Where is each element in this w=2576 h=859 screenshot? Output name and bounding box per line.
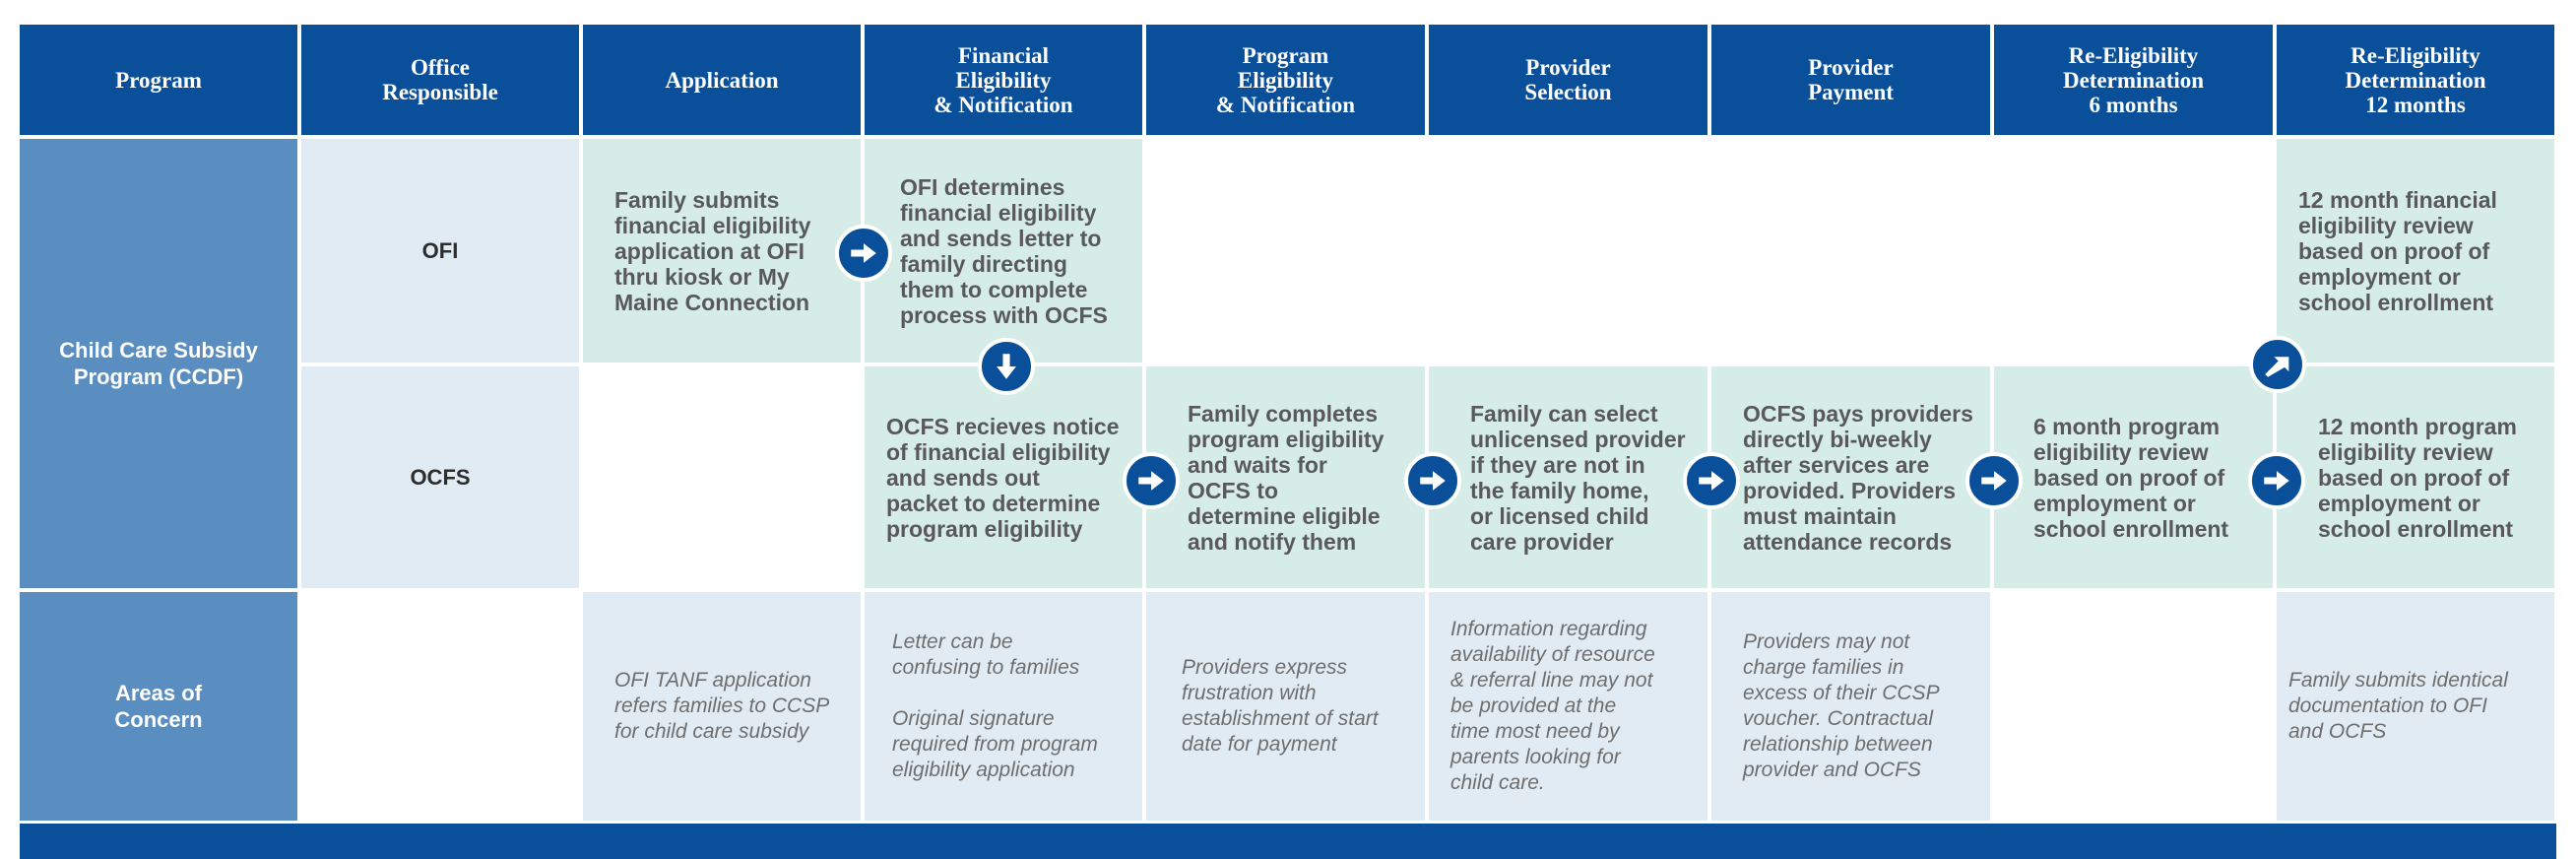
process-table: Program Office Responsible Application F… bbox=[20, 25, 2556, 821]
concern-program-eligibility: Providers express frustration with estab… bbox=[1146, 592, 1425, 821]
ocfs-provider-selection-step: Family can select unlicensed provider if… bbox=[1429, 366, 1707, 588]
ofi-financial-step: OFI determines financial eligibility and… bbox=[865, 139, 1142, 363]
concern-redetermination-12: Family submits identical documentation t… bbox=[2277, 592, 2554, 821]
arrow-right-icon bbox=[835, 225, 892, 282]
ofi-redetermination-12-step: 12 month financial eligibility review ba… bbox=[2277, 139, 2554, 363]
ocfs-financial-step: OCFS recieves notice of financial eligib… bbox=[865, 366, 1142, 588]
ofi-empty-area bbox=[1146, 139, 2273, 363]
arrow-right-icon bbox=[1965, 452, 2023, 509]
office-ocfs: OCFS bbox=[301, 366, 579, 588]
header-redetermination-6: Re-Eligibility Determination 6 months bbox=[1994, 25, 2273, 135]
header-provider-selection: Provider Selection bbox=[1429, 25, 1707, 135]
ocfs-redetermination-6-step: 6 month program eligibility review based… bbox=[1994, 366, 2273, 588]
ocfs-redetermination-12-step: 12 month program eligibility review base… bbox=[2277, 366, 2554, 588]
header-program-eligibility: Program Eligibility & Notification bbox=[1146, 25, 1425, 135]
arrow-up-right-icon bbox=[2249, 336, 2306, 393]
header-financial-eligibility: Financial Eligibility & Notification bbox=[865, 25, 1142, 135]
concern-office-empty bbox=[301, 592, 579, 821]
office-ofi: OFI bbox=[301, 139, 579, 363]
header-office: Office Responsible bbox=[301, 25, 579, 135]
areas-of-concern-label: Areas of Concern bbox=[20, 592, 297, 821]
concern-provider-selection: Information regarding availability of re… bbox=[1429, 592, 1707, 821]
concern-redetermination-6-empty bbox=[1994, 592, 2273, 821]
header-redetermination-12: Re-Eligibility Determination 12 months bbox=[2277, 25, 2554, 135]
ocfs-program-eligibility-step: Family completes program eligibility and… bbox=[1146, 366, 1425, 588]
arrow-down-icon bbox=[978, 338, 1035, 395]
header-application: Application bbox=[583, 25, 861, 135]
arrow-right-icon bbox=[2248, 452, 2305, 509]
ofi-application-step: Family submits financial eligibility app… bbox=[583, 139, 861, 363]
arrow-right-icon bbox=[1683, 452, 1740, 509]
header-provider-payment: Provider Payment bbox=[1711, 25, 1990, 135]
program-name: Child Care Subsidy Program (CCDF) bbox=[20, 139, 297, 588]
arrow-right-icon bbox=[1123, 452, 1180, 509]
arrow-right-icon bbox=[1404, 452, 1461, 509]
header-program: Program bbox=[20, 25, 297, 135]
concern-provider-payment: Providers may not charge families in exc… bbox=[1711, 592, 1990, 821]
footer-band bbox=[20, 824, 2556, 859]
concern-application: OFI TANF application refers families to … bbox=[583, 592, 861, 821]
ocfs-application-empty bbox=[583, 366, 861, 588]
concern-financial: Letter can be confusing to families Orig… bbox=[865, 592, 1142, 821]
ocfs-provider-payment-step: OCFS pays providers directly bi-weekly a… bbox=[1711, 366, 1990, 588]
